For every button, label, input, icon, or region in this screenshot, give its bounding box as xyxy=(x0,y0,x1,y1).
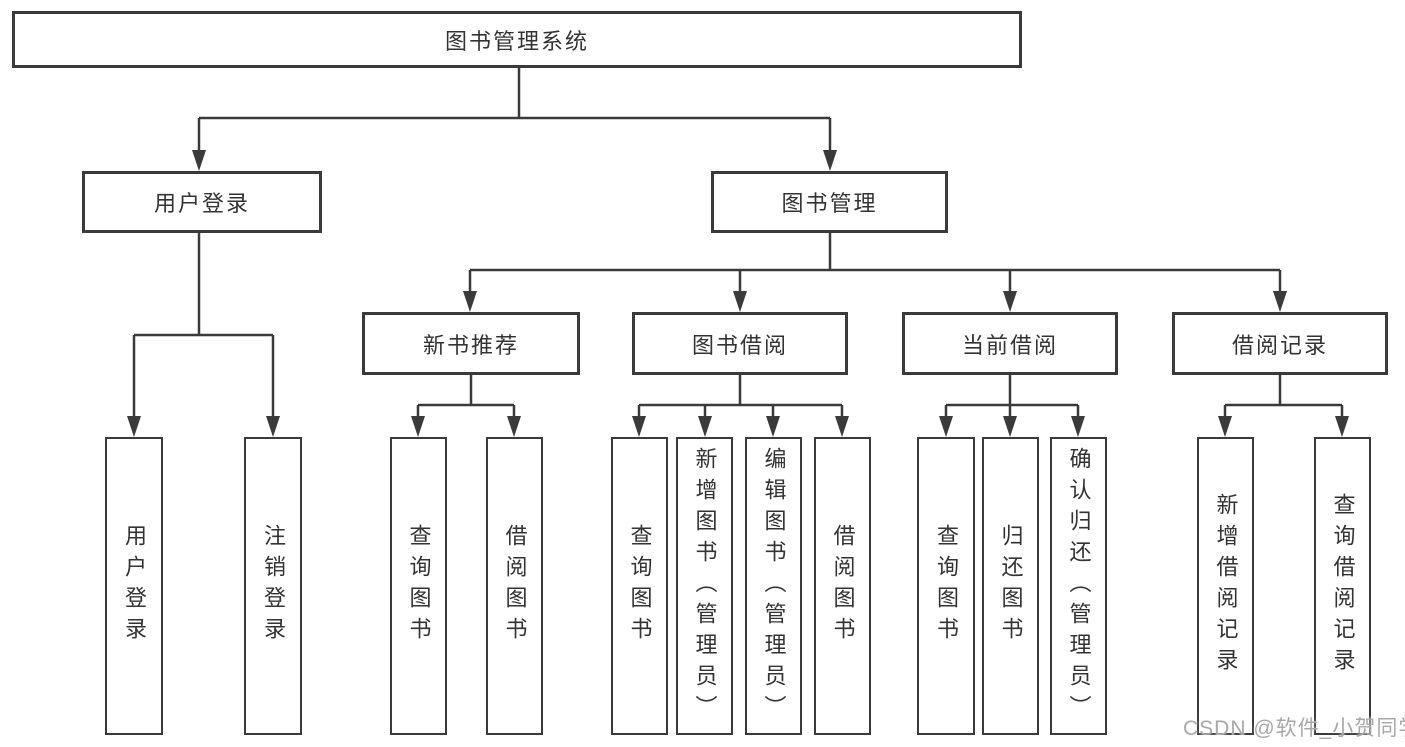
leaf-label: 新增图书（管理员） xyxy=(692,446,718,726)
leaf-label: 查询图书 xyxy=(934,524,959,648)
node-label: 当前借阅 xyxy=(961,332,1058,358)
leaf-label: 确认归还（管理员） xyxy=(1066,446,1092,726)
leaf-label: 借阅图书 xyxy=(502,524,528,648)
leaf-label: 用户登录 xyxy=(122,524,147,648)
node-new-book-recommend: 新书推荐 xyxy=(362,312,580,375)
leaf-query-borrow-record: 查询借阅记录 xyxy=(1314,437,1371,735)
leaf-label: 查询图书 xyxy=(627,524,653,648)
leaf-query-books-borrowing: 查询图书 xyxy=(611,437,668,735)
leaf-add-borrow-record: 新增借阅记录 xyxy=(1197,437,1254,735)
leaf-user-login: 用户登录 xyxy=(105,437,163,735)
leaf-label: 注销登录 xyxy=(261,524,286,648)
csdn-watermark: CSDN @软件_小贺同学 xyxy=(1183,717,1405,740)
leaf-query-books-current: 查询图书 xyxy=(917,437,975,735)
leaf-confirm-return-admin: 确认归还（管理员） xyxy=(1050,437,1107,735)
node-current-borrowing: 当前借阅 xyxy=(902,312,1118,375)
leaf-label: 查询借阅记录 xyxy=(1330,493,1356,679)
node-label: 新书推荐 xyxy=(422,332,519,358)
node-library-management-system: 图书管理系统 xyxy=(12,11,1022,68)
leaf-query-books-recommend: 查询图书 xyxy=(390,437,447,735)
leaf-label: 借阅图书 xyxy=(830,524,856,648)
node-book-management: 图书管理 xyxy=(711,171,948,233)
leaf-label: 查询图书 xyxy=(406,524,432,648)
leaf-edit-books-admin: 编辑图书（管理员） xyxy=(745,437,802,735)
leaf-borrow-books-recommend: 借阅图书 xyxy=(486,437,543,735)
node-borrowing-records: 借阅记录 xyxy=(1172,312,1388,375)
leaf-label: 新增借阅记录 xyxy=(1213,493,1239,679)
node-user-login: 用户登录 xyxy=(82,171,322,233)
leaf-return-books: 归还图书 xyxy=(982,437,1039,735)
node-label: 图书管理系统 xyxy=(444,28,589,54)
arrowheads xyxy=(127,150,1349,437)
node-label: 图书管理 xyxy=(781,191,878,216)
leaf-label: 编辑图书（管理员） xyxy=(761,446,787,726)
leaf-add-books-admin: 新增图书（管理员） xyxy=(676,437,733,735)
node-label: 图书借阅 xyxy=(691,332,788,358)
node-book-borrowing: 图书借阅 xyxy=(632,312,848,375)
node-label: 用户登录 xyxy=(153,191,250,216)
leaf-borrow-books: 借阅图书 xyxy=(814,437,871,735)
leaf-logout: 注销登录 xyxy=(244,437,302,735)
leaf-label: 归还图书 xyxy=(998,524,1024,648)
node-label: 借阅记录 xyxy=(1231,332,1328,358)
